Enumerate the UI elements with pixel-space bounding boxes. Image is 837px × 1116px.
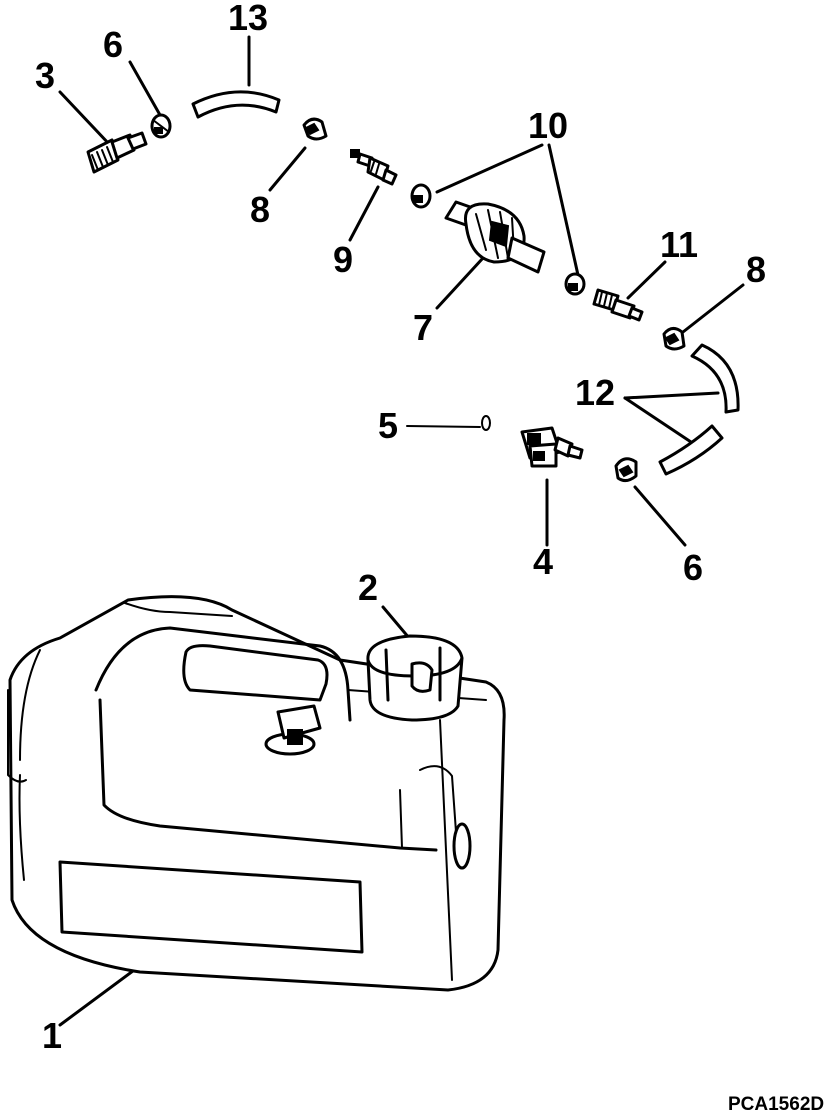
clamp-6-bottom xyxy=(614,457,638,483)
check-valve-11 xyxy=(592,288,644,322)
clamp-10-left xyxy=(410,183,432,209)
callout-1: 1 xyxy=(42,1015,62,1056)
hose-13 xyxy=(191,90,281,119)
clamp-6-top xyxy=(150,113,172,139)
primer-bulb-7 xyxy=(444,200,546,274)
o-ring-5 xyxy=(481,415,491,431)
fuel-cap-2 xyxy=(366,634,464,722)
clamp-10-right xyxy=(564,272,586,296)
hose-12-upper xyxy=(690,343,740,414)
figure-code: PCA1562D xyxy=(728,1094,824,1115)
check-valve-9 xyxy=(350,149,398,186)
callout-12: 12 xyxy=(575,372,615,413)
hose-12-lower xyxy=(658,424,724,476)
callout-5: 5 xyxy=(378,405,398,446)
callout-8-right: 8 xyxy=(746,249,766,290)
callout-6-top: 6 xyxy=(103,24,123,65)
callout-10: 10 xyxy=(528,105,568,146)
clamp-8-right xyxy=(662,327,686,351)
clamp-8-left xyxy=(302,117,328,141)
fitting-3 xyxy=(86,131,148,174)
callout-9: 9 xyxy=(333,239,353,280)
callout-7: 7 xyxy=(413,307,433,348)
connector-4 xyxy=(520,426,584,468)
callout-13: 13 xyxy=(228,0,268,38)
callout-6-bottom: 6 xyxy=(683,547,703,588)
callout-labels: 13 6 3 10 8 9 11 8 7 12 5 4 6 2 1 xyxy=(35,0,766,1056)
callout-2: 2 xyxy=(358,567,378,608)
callout-4: 4 xyxy=(533,541,553,582)
callout-11: 11 xyxy=(660,224,698,265)
callout-8-left: 8 xyxy=(250,189,270,230)
leader-lines xyxy=(58,35,745,1027)
callout-3: 3 xyxy=(35,55,55,96)
tank-fitting xyxy=(264,704,322,756)
